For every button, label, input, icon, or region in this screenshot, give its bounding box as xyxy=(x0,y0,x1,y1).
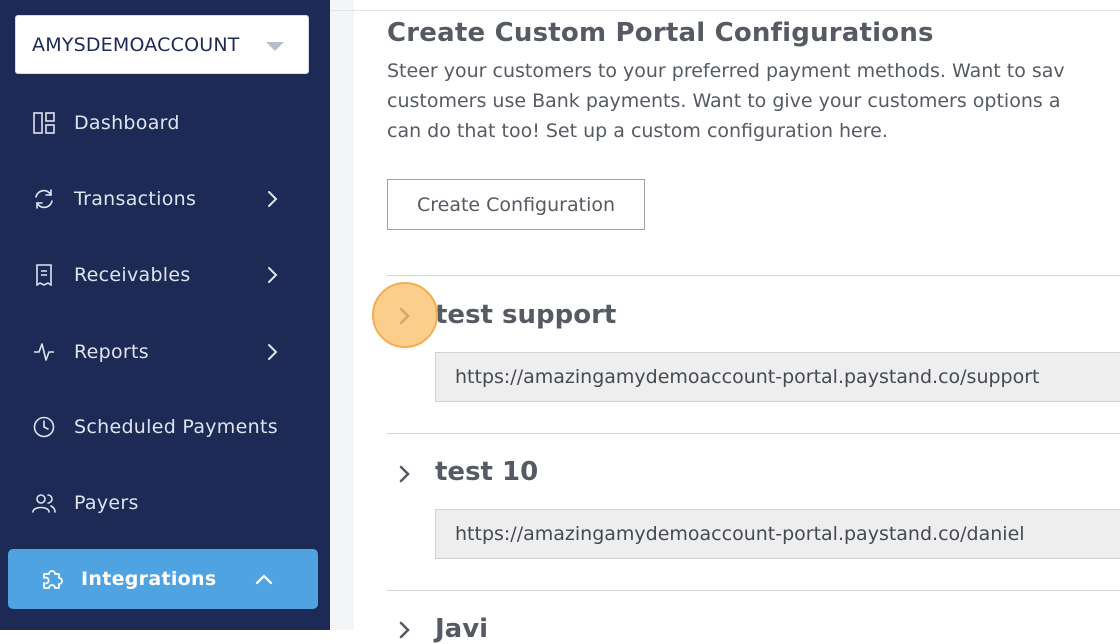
main-content: Create Custom Portal Configurations Stee… xyxy=(387,0,1120,644)
activity-icon xyxy=(32,340,56,364)
sidebar-item-label: Integrations xyxy=(81,568,217,590)
section-divider xyxy=(387,275,1120,276)
chevron-right-icon xyxy=(262,342,282,362)
section-divider xyxy=(387,433,1120,434)
chevron-right-icon[interactable] xyxy=(395,620,415,640)
chevron-right-icon[interactable] xyxy=(395,464,415,484)
click-highlight xyxy=(372,282,438,348)
sidebar-item-label: Payers xyxy=(74,492,139,514)
sidebar-item-dashboard[interactable]: Dashboard xyxy=(0,95,330,151)
chevron-up-icon xyxy=(254,569,274,589)
sidebar-item-label: Reports xyxy=(74,341,149,363)
create-configuration-button[interactable]: Create Configuration xyxy=(387,179,645,230)
sidebar-item-transactions[interactable]: Transactions xyxy=(0,171,330,227)
description-line: customers use Bank payments. Want to giv… xyxy=(387,90,1061,112)
account-select[interactable]: AMYSDEMOACCOUNT xyxy=(15,15,309,74)
sidebar-item-label: Transactions xyxy=(74,188,197,210)
description-line: can do that too! Set up a custom configu… xyxy=(387,120,888,142)
config-url-field[interactable]: https://amazingamydemoaccount-portal.pay… xyxy=(435,509,1120,559)
sidebar: AMYSDEMOACCOUNT Dashboard Transactions xyxy=(0,0,330,630)
config-title: Javi xyxy=(435,614,489,644)
top-divider xyxy=(330,10,1120,11)
users-icon xyxy=(32,491,56,515)
page-description: Steer your customers to your preferred p… xyxy=(387,56,1120,146)
config-title: test 10 xyxy=(435,457,539,487)
sidebar-item-reports[interactable]: Reports xyxy=(0,324,330,380)
config-url-field[interactable]: https://amazingamydemoaccount-portal.pay… xyxy=(435,352,1120,402)
description-line: Steer your customers to your preferred p… xyxy=(387,60,1065,82)
config-title: test support xyxy=(435,300,617,330)
account-name: AMYSDEMOACCOUNT xyxy=(32,33,240,56)
section-divider xyxy=(387,590,1120,591)
puzzle-icon xyxy=(40,567,64,591)
chevron-right-icon xyxy=(262,265,282,285)
chevron-right-icon xyxy=(262,189,282,209)
sidebar-item-label: Receivables xyxy=(74,264,191,286)
sidebar-item-receivables[interactable]: Receivables xyxy=(0,247,330,303)
content-gutter xyxy=(330,0,354,630)
clock-icon xyxy=(32,415,56,439)
config-url: https://amazingamydemoaccount-portal.pay… xyxy=(455,366,1040,388)
page-title: Create Custom Portal Configurations xyxy=(387,18,934,48)
config-url: https://amazingamydemoaccount-portal.pay… xyxy=(455,523,1025,545)
sidebar-item-label: Dashboard xyxy=(74,112,180,134)
sidebar-item-integrations[interactable]: Integrations xyxy=(8,549,318,609)
sidebar-item-payers[interactable]: Payers xyxy=(0,475,330,531)
caret-down-icon xyxy=(266,42,284,51)
sidebar-item-label: Scheduled Payments xyxy=(74,416,278,438)
dashboard-icon xyxy=(32,111,56,135)
sidebar-item-scheduled-payments[interactable]: Scheduled Payments xyxy=(0,399,330,455)
receipt-icon xyxy=(32,263,56,287)
refresh-icon xyxy=(32,187,56,211)
